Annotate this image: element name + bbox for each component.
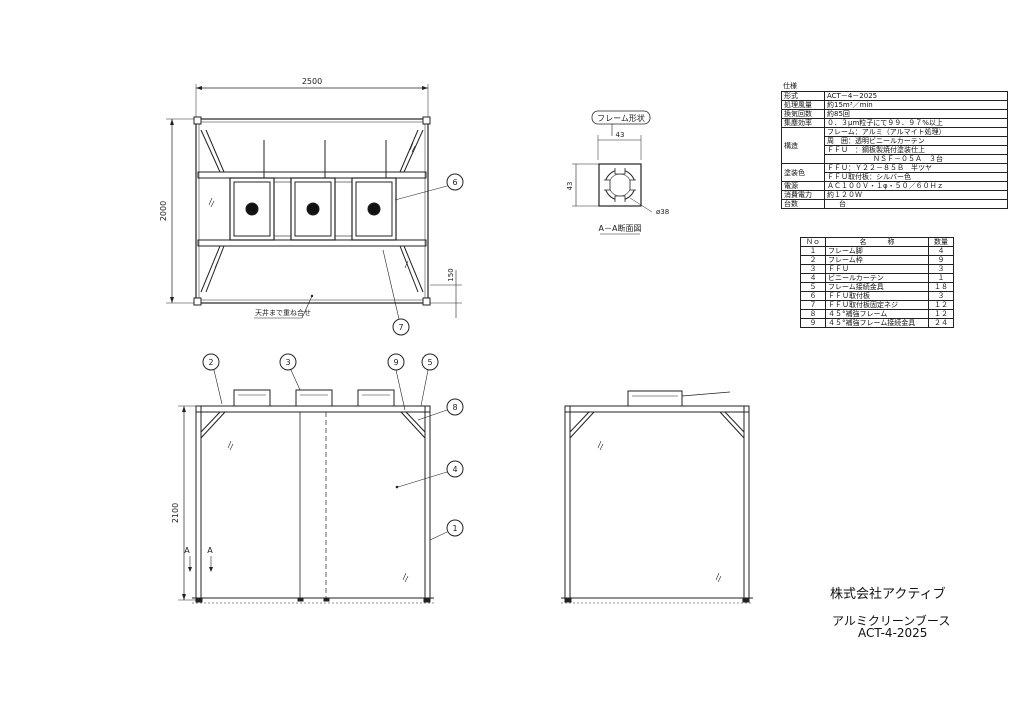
balloon-4: 4: [452, 465, 457, 474]
part-qty: １８: [928, 282, 954, 292]
section-caption: A－A断面図: [599, 223, 642, 233]
part-name: ビニールカーテン: [825, 273, 929, 283]
frame-height-dim: 43: [566, 182, 574, 191]
balloon-9: 9: [393, 358, 398, 367]
part-no: ５: [800, 282, 826, 292]
frame-width-dim: 43: [616, 131, 625, 139]
depth-dimension: 2000: [159, 201, 168, 221]
spec-value: 約85回: [824, 109, 1008, 119]
model-number: ACT-4-2025: [858, 626, 928, 640]
part-name: ４５°補強フレーム接続金具: [825, 318, 929, 328]
part-qty: １２: [928, 300, 954, 310]
part-qty: １: [928, 273, 954, 283]
spec-value: ACT－4－2025: [824, 91, 1008, 101]
spec-value: 約15m³／min: [824, 100, 1008, 110]
spec-key: 台数: [781, 199, 825, 209]
part-qty: ４: [928, 246, 954, 256]
balloon-5: 5: [427, 358, 432, 367]
parts-header-qty: 数量: [928, 237, 954, 247]
part-no: ８: [800, 309, 826, 319]
spec-key: 換気回数: [781, 109, 825, 119]
part-name: フレーム脚: [825, 246, 929, 256]
side-view: [561, 390, 753, 604]
frame-section-detail: フレーム形状 43 43 ø38 A－A断面図: [566, 110, 669, 235]
part-no: ３: [800, 264, 826, 274]
parts-header-name: 名 称: [825, 237, 929, 247]
balloon-7: 7: [398, 323, 403, 332]
spec-value: ０．３μm粒子にて９９．９７%以上: [824, 118, 1008, 128]
balloon-3: 3: [285, 358, 290, 367]
balloon-1: 1: [452, 524, 457, 533]
spec-value: 約１２０Ｗ: [824, 190, 1008, 200]
balloon-8: 8: [452, 403, 457, 412]
part-qty: ３: [928, 291, 954, 301]
width-dimension: 2500: [302, 77, 322, 86]
part-qty: ２４: [928, 318, 954, 328]
part-no: ２: [800, 255, 826, 265]
frame-dia-dim: ø38: [656, 208, 669, 216]
spec-title: 仕様: [783, 82, 797, 90]
part-name: ＦＦＵ取付板: [825, 291, 929, 301]
product-name: アルミクリーンブース: [832, 614, 951, 628]
parts-header-no: Ｎｏ: [800, 237, 826, 247]
balloon-2: 2: [208, 358, 213, 367]
offset-dimension: 150: [447, 268, 455, 281]
spec-value: ＦＦＵ：Ｙ２２－８５Ｂ 半ツヤ: [824, 163, 1008, 173]
part-no: ９: [800, 318, 826, 328]
spec-key: 集塵効率: [781, 118, 825, 128]
company-name: 株式会社アクティブ: [830, 587, 946, 602]
part-name: ＦＦＵ: [825, 264, 929, 274]
spec-key: 構造: [781, 127, 825, 164]
spec-value: フレーム：アルミ（アルマイト処理）: [824, 127, 1008, 137]
top-view: 2500 2000: [159, 77, 464, 336]
part-no: ４: [800, 273, 826, 283]
frame-shape-label: フレーム形状: [597, 113, 645, 123]
spec-key: 塗装色: [781, 163, 825, 182]
spec-value: ＡＣ１００Ｖ・１φ・５０／６０Ｈｚ: [824, 181, 1008, 191]
part-qty: ９: [928, 255, 954, 265]
height-dimension: 2100: [171, 503, 180, 523]
section-mark-right: A: [207, 546, 213, 555]
front-view: 2100 A A: [171, 353, 464, 604]
part-name: ４５°補強フレーム: [825, 309, 929, 319]
spec-value: ＦＦＵ ：鋼板製焼付塗装仕上: [824, 145, 1008, 155]
part-name: ＦＦＵ取付板固定ネジ: [825, 300, 929, 310]
spec-key: 消費電力: [781, 190, 825, 200]
part-name: フレーム枠: [825, 255, 929, 265]
spec-key: 形式: [781, 91, 825, 101]
part-no: ７: [800, 300, 826, 310]
part-no: １: [800, 246, 826, 256]
balloon-6: 6: [452, 178, 457, 187]
part-no: ６: [800, 291, 826, 301]
spec-key: 電源: [781, 181, 825, 191]
section-mark-left: A: [184, 546, 190, 555]
ceiling-note: 天井まで重ね合せ: [255, 308, 311, 317]
spec-value: ＦＦＵ取付板：シルバー色: [824, 172, 1008, 182]
spec-key: 処理風量: [781, 100, 825, 110]
spec-value: 周 囲：透明ビニールカーテン: [824, 136, 1008, 146]
spec-value: ＮＳＦ－０５Ａ ３台: [824, 154, 1008, 164]
part-qty: ３: [928, 264, 954, 274]
part-name: フレーム接続金具: [825, 282, 929, 292]
part-qty: １２: [928, 309, 954, 319]
spec-value: 台: [824, 199, 1008, 209]
